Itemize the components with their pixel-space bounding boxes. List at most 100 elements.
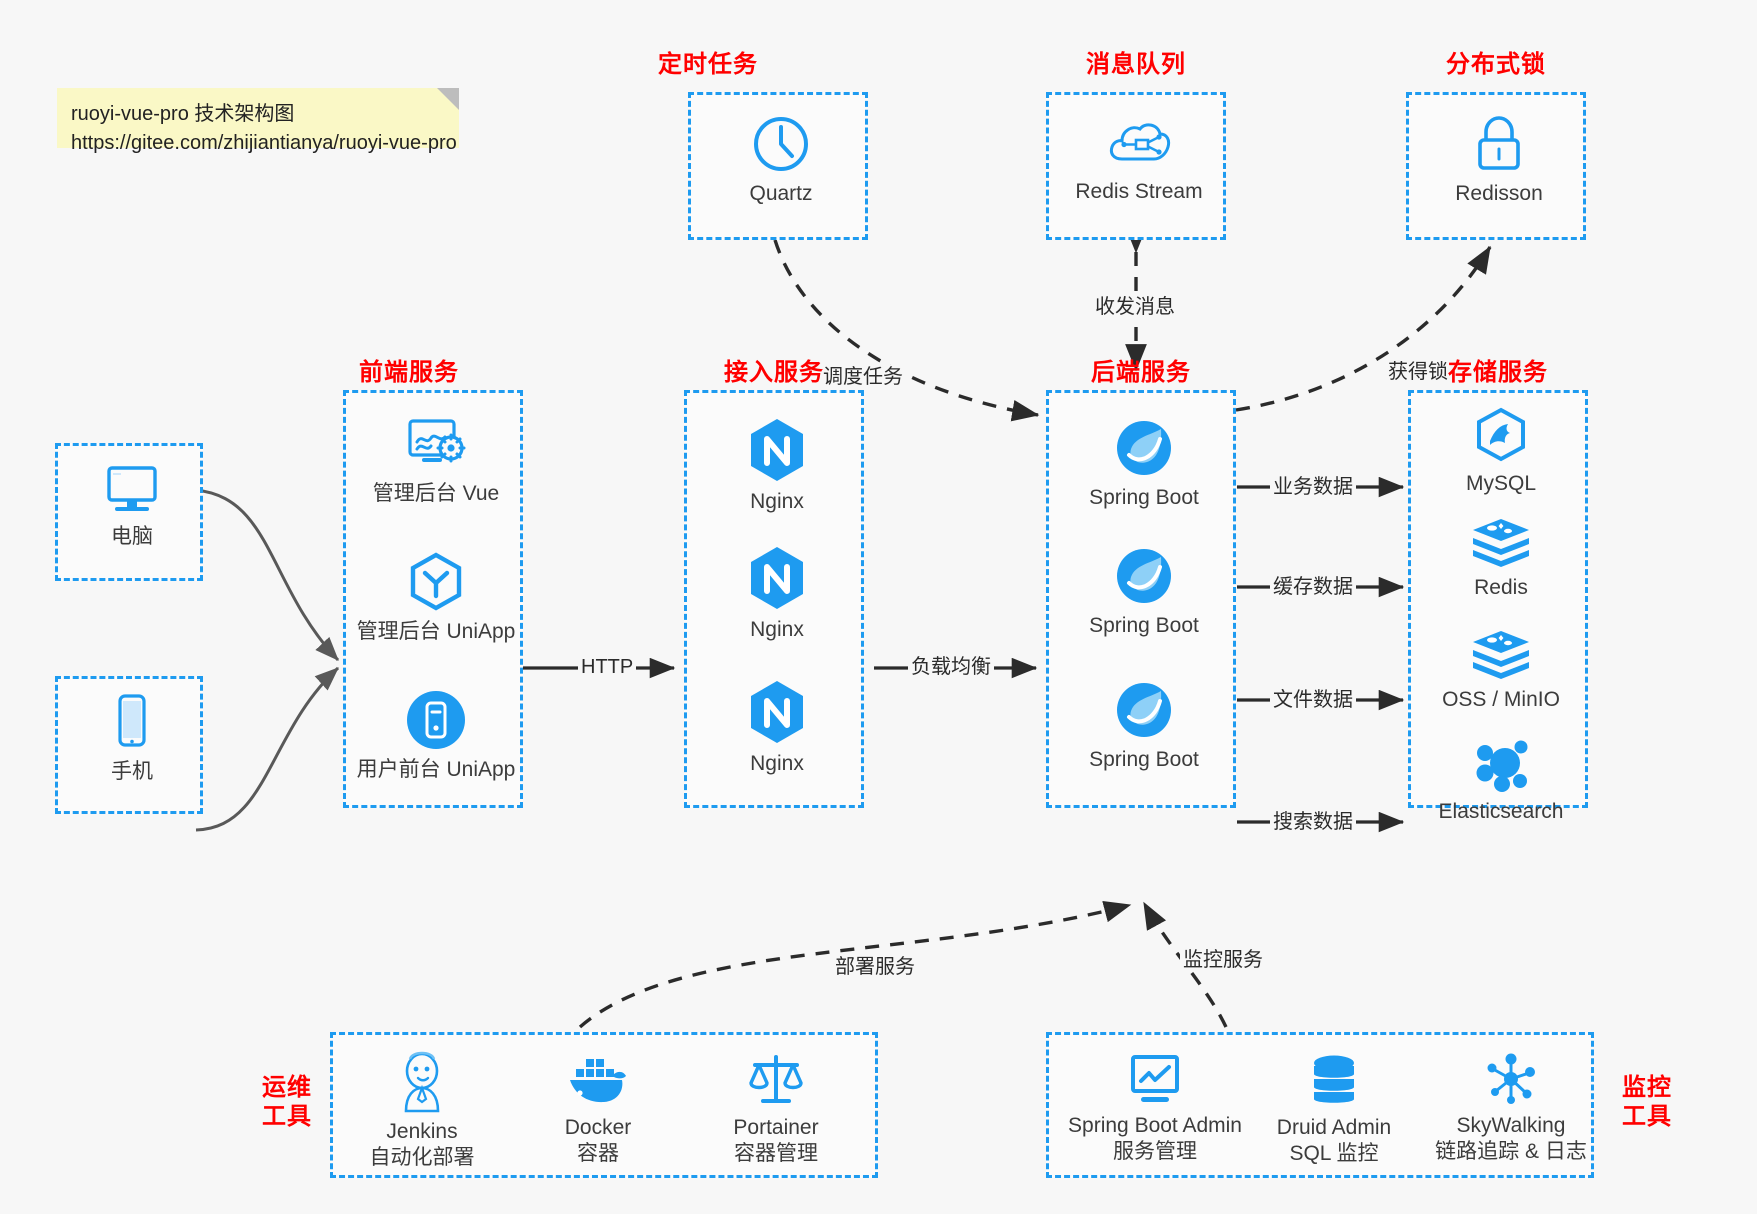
node-label: Redisson <box>1455 182 1543 205</box>
group-title-distributed-lock: 分布式锁 <box>1446 51 1546 78</box>
group-title-scheduled-task: 定时任务 <box>658 51 758 78</box>
node-mysql[interactable]: MySQL <box>1411 407 1591 497</box>
group-title-line-1: 监控 <box>1622 1074 1672 1101</box>
node-sublabel: 服务管理 <box>1113 1140 1197 1164</box>
node-spring-boot-2[interactable]: Spring Boot <box>1049 545 1239 639</box>
group-title-gateway: 接入服务 <box>724 359 824 386</box>
mysql-icon <box>1477 407 1525 462</box>
node-label: SkyWalking <box>1456 1114 1566 1137</box>
node-label: 管理后台 Vue <box>372 482 500 505</box>
jenkins-icon <box>404 1051 440 1113</box>
clock-icon <box>754 117 808 171</box>
node-sublabel: 自动化部署 <box>369 1146 475 1170</box>
note-fold-corner <box>437 88 459 110</box>
nginx-icon <box>751 419 803 481</box>
node-portainer[interactable]: Portainer 容器管理 <box>683 1051 869 1168</box>
node-sublabel: 容器 <box>577 1142 619 1166</box>
node-label: Druid Admin <box>1276 1116 1392 1139</box>
title-note: ruoyi-vue-pro 技术架构图 https://gitee.com/zh… <box>57 88 459 154</box>
nginx-icon <box>751 547 803 609</box>
node-label: Redis Stream <box>1075 180 1203 203</box>
desktop-computer-icon <box>107 466 157 511</box>
node-label: Jenkins <box>386 1120 458 1143</box>
group-box-message-queue: Redis Stream <box>1046 92 1226 240</box>
client-box-computer: 电脑 <box>55 443 203 581</box>
node-admin-vue[interactable]: 管理后台 Vue <box>331 415 541 507</box>
node-label: Nginx <box>750 490 804 513</box>
node-label: Spring Boot <box>1089 748 1199 771</box>
node-label: 电脑 <box>111 525 153 548</box>
group-title-message-queue: 消息队列 <box>1086 51 1186 78</box>
node-admin-uniapp[interactable]: 管理后台 UniApp <box>321 551 551 645</box>
node-label: Portainer <box>733 1116 819 1139</box>
mobile-phone-icon <box>118 694 146 747</box>
spring-boot-icon <box>1117 549 1171 603</box>
monitor-chart-icon <box>1131 1055 1179 1102</box>
node-sublabel: 链路追踪 & 日志 <box>1435 1140 1587 1164</box>
group-title-devops-tools: 运维 工具 <box>252 1073 322 1132</box>
edge-label-search-data: 搜索数据 <box>1270 810 1356 834</box>
node-druid-admin[interactable]: Druid Admin SQL 监控 <box>1249 1053 1419 1168</box>
node-label: Spring Boot Admin <box>1068 1114 1242 1137</box>
note-url-line: https://gitee.com/zhijiantianya/ruoyi-vu… <box>71 132 457 154</box>
node-nginx-1[interactable]: Nginx <box>687 417 867 515</box>
uniapp-cube-icon <box>410 552 462 611</box>
node-label: 管理后台 UniApp <box>356 620 516 643</box>
redis-icon <box>1473 519 1529 567</box>
spring-boot-icon <box>1117 421 1171 475</box>
cloud-stream-icon <box>1109 123 1171 161</box>
node-label: Elasticsearch <box>1438 800 1564 823</box>
node-redisson[interactable]: Redisson <box>1409 113 1589 207</box>
node-nginx-2[interactable]: Nginx <box>687 545 867 643</box>
group-title-backend: 后端服务 <box>1091 359 1191 386</box>
portainer-scale-icon <box>749 1055 803 1103</box>
group-title-line-2: 工具 <box>262 1103 312 1131</box>
node-computer[interactable]: 电脑 <box>58 462 206 550</box>
node-quartz[interactable]: Quartz <box>691 113 871 207</box>
node-label: MySQL <box>1465 472 1536 495</box>
edge-label-monitor-service: 监控服务 <box>1180 948 1266 972</box>
node-label: 手机 <box>111 760 153 783</box>
client-box-mobile: 手机 <box>55 676 203 814</box>
edge-label-send-receive-message: 收发消息 <box>1092 295 1178 319</box>
group-box-storage: MySQL Redis OSS / MinIO <box>1408 390 1591 823</box>
node-user-uniapp[interactable]: 用户前台 UniApp <box>321 689 551 783</box>
edge-label-http: HTTP <box>578 655 637 679</box>
group-box-scheduled-task: Quartz <box>688 92 868 240</box>
node-spring-boot-1[interactable]: Spring Boot <box>1049 417 1239 511</box>
edge-label-cache-data: 缓存数据 <box>1270 575 1356 599</box>
node-docker[interactable]: Docker 容器 <box>513 1055 683 1168</box>
edge-label-load-balance: 负载均衡 <box>908 655 994 679</box>
node-label: Quartz <box>749 182 813 205</box>
node-label: Docker <box>564 1116 632 1139</box>
node-mobile[interactable]: 手机 <box>58 693 206 785</box>
node-label: 用户前台 UniApp <box>356 758 516 781</box>
note-title-line: ruoyi-vue-pro 技术架构图 <box>71 103 295 125</box>
edge-label-file-data: 文件数据 <box>1270 688 1356 712</box>
edge-label-business-data: 业务数据 <box>1270 475 1356 499</box>
group-title-line-1: 运维 <box>262 1074 312 1101</box>
group-title-storage: 存储服务 <box>1448 359 1548 386</box>
node-label: Redis <box>1474 576 1528 599</box>
node-spring-boot-3[interactable]: Spring Boot <box>1049 679 1239 773</box>
edge-label-acquire-lock: 获得锁 <box>1385 360 1451 384</box>
group-box-gateway: Nginx Nginx Nginx <box>684 390 864 808</box>
node-jenkins[interactable]: Jenkins 自动化部署 <box>337 1049 507 1172</box>
node-skywalking[interactable]: SkyWalking 链路追踪 & 日志 <box>1411 1051 1611 1166</box>
node-label: Spring Boot <box>1089 614 1199 637</box>
node-spring-boot-admin[interactable]: Spring Boot Admin 服务管理 <box>1043 1053 1267 1166</box>
node-redis[interactable]: Redis <box>1411 517 1591 601</box>
nginx-icon <box>751 681 803 743</box>
skywalking-icon <box>1487 1053 1535 1104</box>
group-title-frontend: 前端服务 <box>359 359 459 386</box>
node-redis-stream[interactable]: Redis Stream <box>1049 113 1229 205</box>
node-oss-minio[interactable]: OSS / MinIO <box>1411 629 1591 713</box>
node-label: Nginx <box>750 752 804 775</box>
group-box-backend: Spring Boot Spring Boot Spring Boot <box>1046 390 1236 808</box>
elasticsearch-icon <box>1476 740 1528 792</box>
node-elasticsearch[interactable]: Elasticsearch <box>1401 739 1601 825</box>
group-box-frontend: 管理后台 Vue 管理后台 UniApp 用户前台 UniApp <box>343 390 523 808</box>
database-icon <box>1314 1055 1354 1103</box>
node-nginx-3[interactable]: Nginx <box>687 679 867 777</box>
